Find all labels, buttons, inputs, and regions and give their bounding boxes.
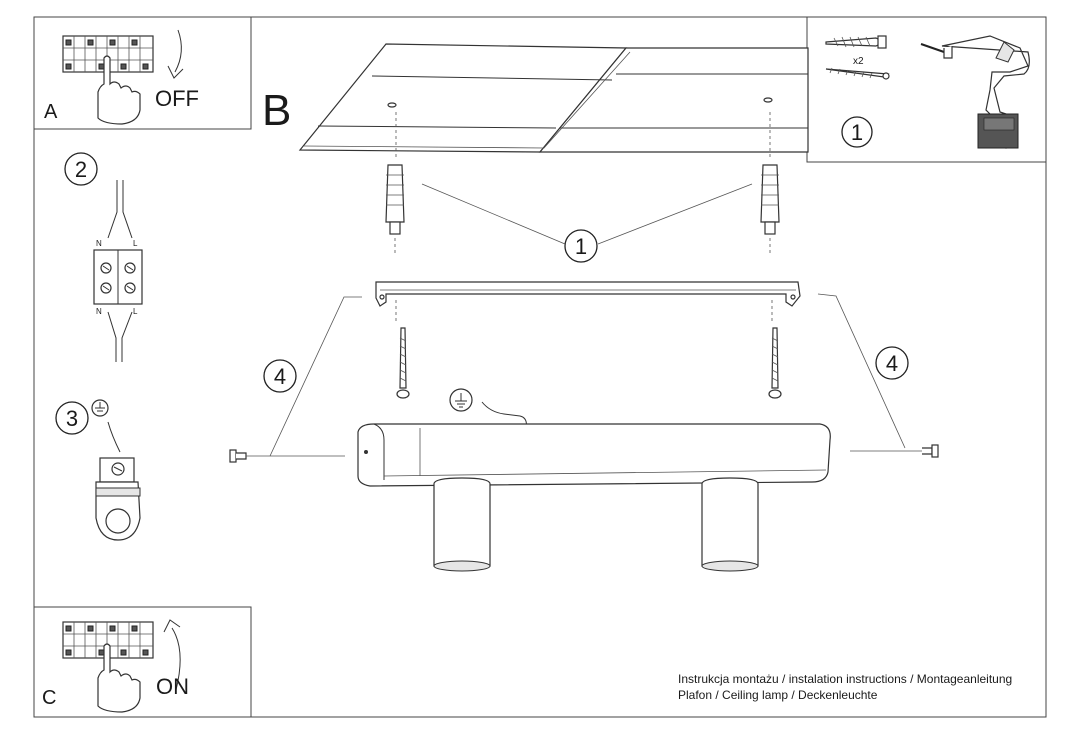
ground-symbol-small-icon xyxy=(91,399,109,417)
step-1-circle xyxy=(841,116,873,148)
terminal-label-n-bottom: N xyxy=(96,307,102,316)
panel-c-switch-on: C ON xyxy=(33,606,252,718)
arrow-down-icon xyxy=(174,29,182,73)
panel-a-letter: A xyxy=(44,101,58,123)
step-1-number: 1 xyxy=(575,234,587,259)
screw-icon xyxy=(825,67,890,80)
off-label: OFF xyxy=(155,86,199,111)
panel-c-letter: C xyxy=(42,687,56,709)
screw-left xyxy=(396,327,410,399)
step-2-callout xyxy=(64,152,98,186)
ground-wire xyxy=(481,401,527,429)
ground-terminal-icon xyxy=(95,421,141,541)
step-3-number: 3 xyxy=(66,406,78,431)
side-screw-right xyxy=(850,444,939,458)
step-4-callout-right xyxy=(875,346,909,380)
step-4-right-number: 4 xyxy=(886,351,898,376)
wall-plug-icon xyxy=(825,35,887,49)
lamp-body xyxy=(357,423,831,487)
step-2-number: 2 xyxy=(75,157,87,182)
arrow-up-icon xyxy=(171,627,181,691)
panel-b-letter: B xyxy=(262,86,291,135)
dowel-quantity: x2 xyxy=(853,56,864,67)
outer-frame xyxy=(33,16,1047,718)
terminal-label-l-top: L xyxy=(133,239,138,248)
screw-right xyxy=(768,327,782,399)
on-label: ON xyxy=(156,674,189,699)
mounting-bracket xyxy=(375,281,801,322)
step-4-callout-left xyxy=(263,359,297,393)
footer-line-2: Plafon / Ceiling lamp / Deckenleuchte xyxy=(678,688,878,702)
spotlight-left xyxy=(433,477,491,572)
wall-plug-right xyxy=(760,164,780,254)
tools-step-number: 1 xyxy=(851,120,863,145)
ceiling-panels xyxy=(298,43,809,160)
panel-a-switch-off: A OFF xyxy=(33,16,252,130)
step-4-left-number: 4 xyxy=(274,364,286,389)
terminal-block xyxy=(93,180,143,362)
side-screw-left xyxy=(229,449,345,463)
step-1-callout xyxy=(564,229,598,263)
terminal-label-l-bottom: L xyxy=(133,307,138,316)
step-3-callout xyxy=(55,401,89,435)
terminal-label-n-top: N xyxy=(96,239,102,248)
hand-icon xyxy=(97,55,141,125)
tools-panel: x2 1 xyxy=(806,16,1047,163)
spotlight-right xyxy=(701,477,759,572)
ground-symbol-icon xyxy=(449,388,473,412)
footer-line-1: Instrukcja montażu / instalation instruc… xyxy=(678,672,1012,686)
hand-icon xyxy=(97,643,141,713)
drill-icon xyxy=(920,35,1030,149)
wall-plug-left xyxy=(385,164,405,254)
